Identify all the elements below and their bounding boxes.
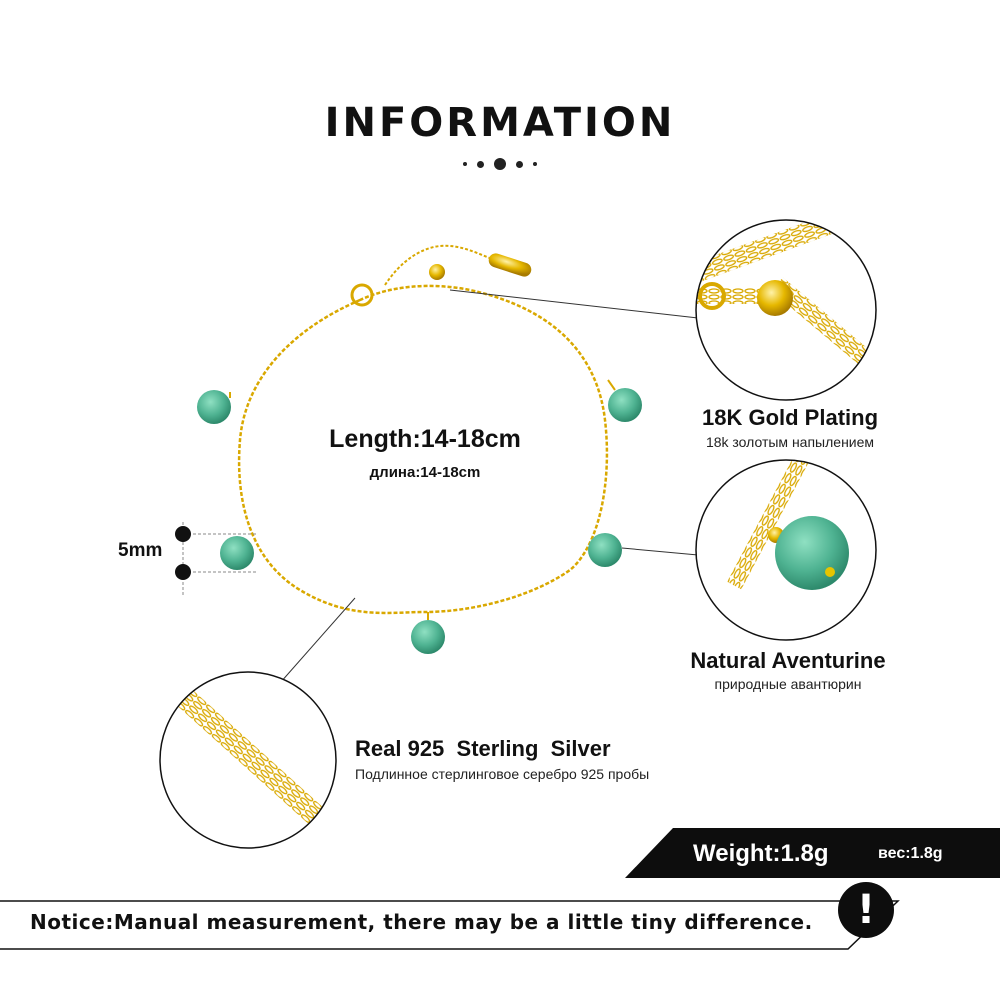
silver-subtitle: Подлинное стерлинговое серебро 925 пробы bbox=[355, 766, 650, 782]
divider-dot bbox=[463, 162, 467, 166]
weight-band bbox=[625, 828, 1000, 878]
divider-dot bbox=[533, 162, 537, 166]
divider-dot bbox=[477, 160, 484, 168]
title-divider-dots bbox=[0, 158, 1000, 170]
zoom-circle-silver bbox=[159, 671, 337, 849]
zoom-circle-stone bbox=[695, 459, 877, 641]
divider-dot bbox=[494, 158, 506, 170]
size-marker bbox=[175, 522, 258, 596]
bead-size-label: 5mm bbox=[118, 540, 163, 561]
weight-label: Weight:1.8g bbox=[693, 840, 829, 867]
stone-title: Natural Aventurine bbox=[690, 648, 886, 673]
divider-dot bbox=[516, 160, 523, 168]
notice-text: Notice:Manual measurement, there may be … bbox=[30, 910, 813, 934]
zoom-circle-plating bbox=[695, 219, 877, 401]
callout-line-silver bbox=[279, 597, 356, 684]
spring-clasp bbox=[350, 283, 374, 307]
plating-title: 18K Gold Plating bbox=[701, 405, 879, 430]
plating-subtitle: 18k золотым напылением bbox=[705, 434, 875, 450]
callout-line-stone bbox=[621, 547, 699, 556]
exclamation-icon: ! bbox=[838, 882, 894, 938]
slider-bead bbox=[429, 264, 445, 280]
weight-label-ru: вес:1.8g bbox=[878, 845, 943, 862]
end-tag bbox=[488, 253, 532, 277]
callout-line-plating bbox=[449, 289, 699, 319]
aventurine-beads bbox=[197, 379, 642, 654]
page-title: INFORMATION bbox=[324, 100, 676, 146]
length-label-ru: длина:14-18cm bbox=[369, 464, 481, 481]
stone-subtitle: природные авантюрин bbox=[714, 676, 862, 692]
silver-title: Real 925 Sterling Silver bbox=[355, 736, 611, 761]
bracelet-chain bbox=[237, 284, 609, 615]
extender-chain bbox=[384, 244, 501, 286]
length-label: Length:14-18cm bbox=[329, 425, 521, 453]
